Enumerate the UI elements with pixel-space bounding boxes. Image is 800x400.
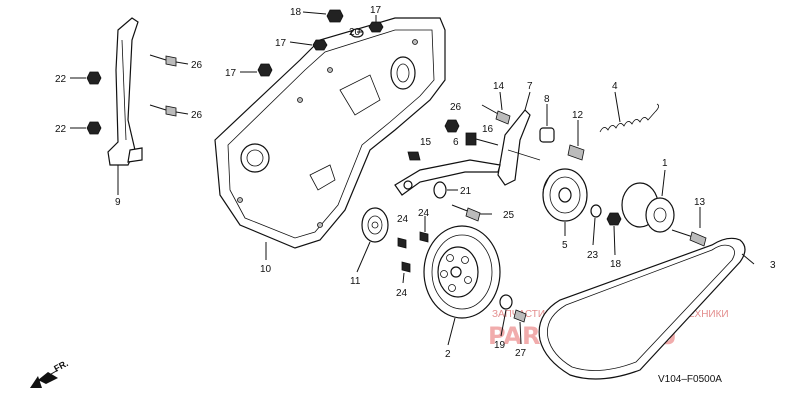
callout-1: 1 bbox=[662, 158, 668, 169]
washer-19 bbox=[499, 294, 513, 310]
callout-18: 18 bbox=[290, 7, 302, 18]
bolt-16 bbox=[465, 132, 499, 146]
callout-2: 2 bbox=[445, 349, 451, 360]
callout-19: 19 bbox=[494, 340, 506, 351]
bolt-26-upper bbox=[149, 54, 177, 67]
front-direction-indicator: FR. bbox=[30, 358, 70, 388]
callout-26: 26 bbox=[450, 102, 462, 113]
bolt-27 bbox=[513, 309, 527, 323]
callout-4: 4 bbox=[612, 81, 618, 92]
nut-26c bbox=[444, 119, 460, 133]
hub-part-11 bbox=[361, 207, 389, 243]
callout-6: 6 bbox=[453, 137, 459, 148]
callouts: 18 17 20 17 17 26 26 22 22 9 10 14 7 4 8… bbox=[55, 5, 776, 360]
callout-16: 16 bbox=[482, 124, 494, 135]
callout-23: 23 bbox=[587, 250, 599, 261]
bolt-26-lower bbox=[149, 104, 177, 117]
nut-18b bbox=[606, 212, 622, 226]
washer-23 bbox=[590, 204, 602, 218]
drive-pulley-part-1 bbox=[621, 182, 675, 233]
callout-7: 7 bbox=[527, 81, 533, 92]
tensioner-lever-part-6 bbox=[394, 159, 501, 196]
belt-cover-part bbox=[214, 17, 446, 249]
leader-lines bbox=[70, 11, 755, 346]
callout-17: 17 bbox=[225, 68, 237, 79]
callout-12: 12 bbox=[572, 110, 584, 121]
callout-17: 17 bbox=[370, 5, 382, 16]
tensioner-arm-part-7 bbox=[497, 109, 541, 186]
callout-14: 14 bbox=[493, 81, 505, 92]
callout-17: 17 bbox=[275, 38, 287, 49]
callout-26: 26 bbox=[191, 60, 203, 71]
callout-26: 26 bbox=[191, 110, 203, 121]
callout-21: 21 bbox=[460, 186, 472, 197]
collar-21 bbox=[433, 181, 447, 199]
callout-20: 20 bbox=[349, 27, 361, 38]
arrow-down-left-icon bbox=[38, 372, 58, 384]
callout-15: 15 bbox=[420, 137, 432, 148]
callout-11: 11 bbox=[350, 276, 361, 287]
v-belt-part-3 bbox=[538, 237, 746, 380]
callout-24: 24 bbox=[396, 288, 408, 299]
main-pulley-part-2 bbox=[423, 225, 501, 319]
bolt-14 bbox=[481, 104, 511, 125]
callout-27: 27 bbox=[515, 348, 527, 359]
callout-10: 10 bbox=[260, 264, 272, 275]
callout-25: 25 bbox=[503, 210, 515, 221]
callout-24: 24 bbox=[397, 214, 409, 225]
callout-22: 22 bbox=[55, 124, 67, 135]
callout-18: 18 bbox=[610, 259, 622, 270]
bolt-13 bbox=[671, 229, 707, 247]
bracket-part-9 bbox=[107, 17, 143, 195]
callout-5: 5 bbox=[562, 240, 568, 251]
bolt-15 bbox=[407, 151, 421, 161]
callout-24: 24 bbox=[418, 208, 430, 219]
idler-pulley-part-5 bbox=[542, 168, 588, 222]
callout-8: 8 bbox=[544, 94, 550, 105]
fasteners-top bbox=[86, 9, 384, 135]
collar-part-8 bbox=[539, 127, 555, 143]
spring-part-4 bbox=[599, 103, 659, 133]
front-direction-label: FR. bbox=[52, 358, 69, 374]
bolt-25 bbox=[451, 204, 481, 222]
bolt-12 bbox=[567, 144, 585, 161]
callout-13: 13 bbox=[694, 197, 706, 208]
callout-22: 22 bbox=[55, 74, 67, 85]
drawing-code: V104–F0500A bbox=[658, 374, 722, 385]
bolts-24 bbox=[397, 231, 429, 273]
callout-9: 9 bbox=[115, 197, 121, 208]
callout-3: 3 bbox=[770, 260, 776, 271]
